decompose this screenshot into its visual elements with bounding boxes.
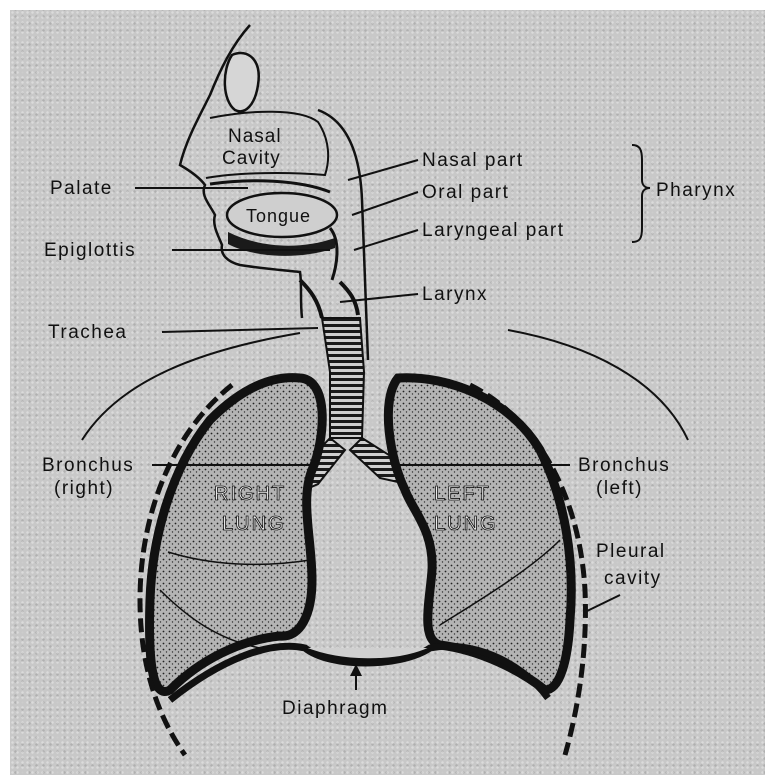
nasal-bone [225, 53, 259, 111]
palate-shape [210, 181, 330, 192]
label-nasal-cavity-line1: Nasal [228, 126, 282, 147]
label-left-lung-line2: LUNG [434, 513, 498, 535]
label-bronchus-left-line1: Bronchus [578, 455, 670, 476]
pharynx-bracket [632, 145, 650, 242]
label-right-lung-line1: RIGHT [214, 483, 286, 505]
leader-trachea [162, 328, 318, 332]
label-oral-part: Oral part [422, 182, 509, 203]
label-pharynx: Pharynx [656, 180, 736, 201]
label-epiglottis: Epiglottis [44, 240, 136, 261]
trachea-tube [322, 318, 364, 438]
label-tongue: Tongue [246, 206, 311, 226]
body-outline-right [508, 330, 688, 440]
label-palate: Palate [50, 178, 113, 199]
label-pleural-cavity-line2: cavity [604, 568, 662, 589]
label-bronchus-right-line2: (right) [54, 478, 114, 499]
epiglottis-shape [330, 228, 337, 280]
larynx-shape [300, 280, 358, 318]
label-larynx: Larynx [422, 284, 488, 305]
leader-pleural-cavity [585, 595, 620, 612]
label-right-lung-line2: LUNG [222, 513, 286, 535]
label-bronchus-left-line2: (left) [596, 478, 643, 499]
label-nasal-cavity-line2: Cavity [222, 148, 281, 169]
label-nasal-part: Nasal part [422, 150, 524, 171]
label-diaphragm: Diaphragm [282, 698, 388, 719]
label-pleural-cavity-line1: Pleural [596, 541, 666, 562]
label-left-lung-line1: LEFT [434, 483, 491, 505]
label-trachea: Trachea [48, 322, 128, 343]
label-laryngeal-part: Laryngeal part [422, 220, 564, 241]
label-bronchus-right-line1: Bronchus [42, 455, 134, 476]
